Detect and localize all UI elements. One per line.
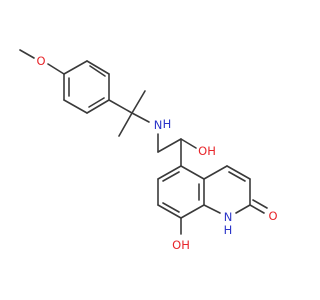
bond-methyl-o bbox=[19, 49, 35, 59]
atom-o-phenol: OH bbox=[172, 238, 190, 252]
bond-ch-oh bbox=[180, 138, 197, 149]
bond-ch2-choh bbox=[157, 138, 182, 153]
bond-ring-cquat bbox=[108, 99, 133, 114]
bond-layer bbox=[19, 49, 268, 235]
label-layer: O N H OH N H O OH bbox=[36, 54, 277, 252]
atom-o-carbonyl: O bbox=[268, 209, 277, 223]
atom-n-amine: N bbox=[154, 118, 163, 132]
bond-carbonyl-1 bbox=[249, 204, 265, 214]
atom-o-methoxy: O bbox=[36, 54, 45, 68]
molecule-structure: O N H OH N H O OH bbox=[19, 49, 278, 252]
pyridinone-ring bbox=[203, 165, 251, 214]
benzo-ring bbox=[157, 165, 205, 219]
atom-n-ring-h: H bbox=[224, 223, 233, 237]
atom-o-hydroxyl: OH bbox=[198, 144, 216, 158]
atom-n-amine-h: H bbox=[163, 117, 172, 131]
benzene-ring bbox=[63, 60, 110, 114]
bond-methyl-a bbox=[131, 90, 146, 114]
atom-n-ring: N bbox=[224, 210, 233, 224]
bond-carbonyl-2 bbox=[252, 199, 268, 209]
bond-cquat-n bbox=[131, 112, 150, 123]
bond-methyl-b bbox=[118, 112, 133, 137]
bond-o-ring bbox=[47, 63, 65, 75]
